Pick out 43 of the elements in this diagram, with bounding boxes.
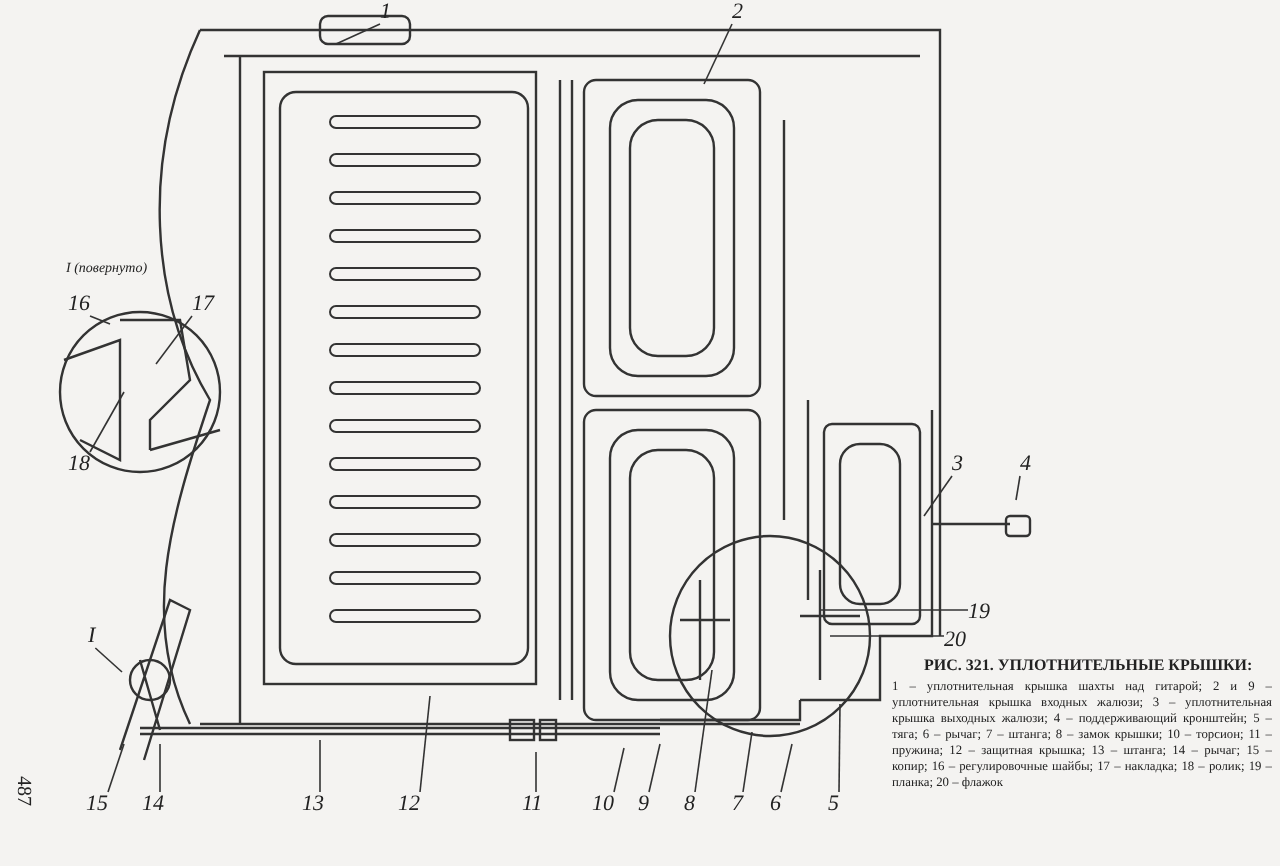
callout-number: 16 [68, 292, 90, 316]
leader-line [780, 743, 793, 793]
callout-number: I [88, 624, 96, 648]
callout-number: 15 [86, 792, 108, 816]
leader-line [819, 609, 969, 611]
callout-number: 20 [944, 628, 966, 652]
callout-number: 12 [398, 792, 420, 816]
callout-number: 19 [968, 600, 990, 624]
leader-line [107, 743, 125, 793]
leader-line [742, 731, 753, 793]
callout-number: 18 [68, 452, 90, 476]
callout-number: 11 [522, 792, 543, 816]
page-number: 487 [12, 776, 34, 806]
callout-number: 3 [952, 452, 963, 476]
leader-line [838, 703, 841, 793]
callout-number: 6 [770, 792, 781, 816]
callout-number: 5 [828, 792, 839, 816]
callout-number: 8 [684, 792, 695, 816]
figure-title: РИС. 321. УПЛОТНИТЕЛЬНЫЕ КРЫШКИ: [924, 656, 1253, 674]
leader-line [89, 315, 111, 325]
leader-line [613, 747, 625, 793]
leader-line [694, 669, 713, 793]
callout-number: 17 [192, 292, 214, 316]
leader-line [319, 739, 321, 793]
callout-number: 10 [592, 792, 614, 816]
leader-line [535, 751, 537, 793]
callout-number: 13 [302, 792, 324, 816]
callout-number: 7 [732, 792, 743, 816]
leader-line [89, 391, 125, 453]
callout-number: 4 [1020, 452, 1031, 476]
leader-line [703, 23, 733, 85]
callout-number: 2 [732, 0, 743, 24]
leader-line [648, 743, 661, 793]
leader-line [1015, 475, 1021, 501]
leader-line [829, 635, 945, 637]
leader-line [155, 315, 193, 365]
leader-line [94, 647, 123, 673]
callout-number: 9 [638, 792, 649, 816]
leader-line [335, 23, 381, 45]
callout-number: 14 [142, 792, 164, 816]
leader-line [419, 695, 431, 793]
leader-line [923, 475, 953, 517]
leader-line [159, 743, 161, 793]
